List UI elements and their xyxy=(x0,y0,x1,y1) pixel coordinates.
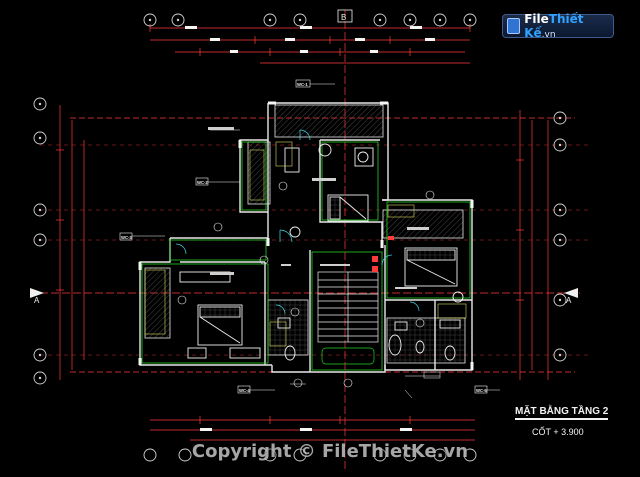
room-tag-texts: WC-1 WC-2 WC-3 WC-4 WC-5 xyxy=(121,82,487,393)
logo-text: FileThiết Kế.vn xyxy=(524,12,613,40)
elevation-label: CỐT + 3.900 xyxy=(532,427,584,437)
logo-prefix: File xyxy=(524,12,549,26)
room-tag-4: WC-4 xyxy=(239,388,250,393)
red-accents xyxy=(372,236,394,272)
hatched-areas xyxy=(144,104,466,364)
drawing-title: MẶT BẰNG TẦNG 2 xyxy=(515,406,609,420)
site-logo: FileThiết Kế.vn xyxy=(502,12,614,40)
section-marker-left: A xyxy=(30,288,44,305)
section-label-right: A xyxy=(566,296,572,305)
wall-columns xyxy=(138,101,474,370)
section-label-top: B xyxy=(341,13,346,22)
room-number-bubbles xyxy=(177,181,435,388)
yellow-details xyxy=(144,141,467,347)
copyright-watermark: Copyright © FileThietKe.vn xyxy=(191,441,469,462)
axis-marker-dots xyxy=(38,18,562,380)
room-tag-2: WC-2 xyxy=(197,180,208,185)
axis-markers xyxy=(33,13,567,462)
room-tags xyxy=(119,79,488,394)
logo-accent: Thiết Kế xyxy=(524,12,584,40)
drawing-title-block: MẶT BẰNG TẦNG 2 xyxy=(515,406,609,420)
door-swings xyxy=(175,129,420,315)
section-marker-right: A xyxy=(564,288,578,305)
bottom-annotations xyxy=(290,371,441,399)
room-tag-1: WC-1 xyxy=(297,82,308,87)
logo-icon xyxy=(507,18,521,34)
room-tag-3: WC-3 xyxy=(121,235,132,240)
dimension-markers xyxy=(185,26,435,431)
staircase xyxy=(317,271,379,365)
furniture xyxy=(179,143,464,361)
room-name-blocks xyxy=(208,127,429,289)
logo-suffix: .vn xyxy=(541,30,556,40)
section-label-left: A xyxy=(34,296,40,305)
room-tag-5: WC-5 xyxy=(476,388,487,393)
section-marker-top: B xyxy=(337,9,353,23)
